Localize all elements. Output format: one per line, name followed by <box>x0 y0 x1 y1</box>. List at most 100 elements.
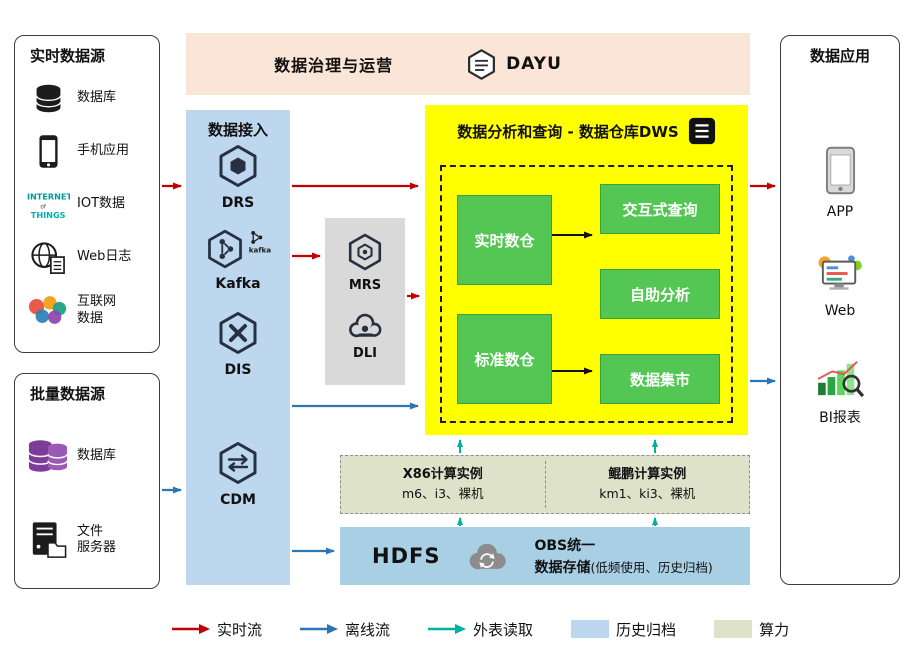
compute-box: X86计算实例 m6、i3、裸机 鲲鹏计算实例 km1、ki3、裸机 <box>340 455 750 514</box>
legend-label: 历史归档 <box>616 620 677 639</box>
compute-divider <box>544 461 546 508</box>
dws-doc-icon <box>688 117 715 145</box>
legend-item-compute: 算力 <box>714 619 789 640</box>
source-item-database: 数据库 <box>15 72 159 125</box>
bi-report-icon <box>817 361 865 398</box>
applications-panel: 数据应用 APP Web <box>780 35 900 585</box>
iot-icon: INTERNET of THINGS <box>23 189 73 220</box>
app-item-label: BI报表 <box>819 410 861 426</box>
function-self-service-analysis: 自助分析 <box>600 269 720 319</box>
source-item-label: 互联网 数据 <box>77 294 117 326</box>
service-kafka: kafka Kafka <box>186 228 290 292</box>
kafka-logo-badge: kafka <box>248 231 271 254</box>
app-item-label: Web <box>824 303 856 319</box>
service-label: DIS <box>224 362 252 378</box>
compute-kunpeng-subtitle: km1、ki3、裸机 <box>599 485 696 501</box>
file-server-icon <box>23 521 73 559</box>
web-globe-icon <box>23 241 73 275</box>
web-monitor-icon <box>818 255 862 290</box>
app-item-label: APP <box>826 204 854 220</box>
service-label: CDM <box>220 492 256 508</box>
internet-bubbles-icon <box>23 295 73 326</box>
warehouse-realtime: 实时数仓 <box>457 195 552 285</box>
source-item-internet-data: 互联网 数据 <box>15 284 159 337</box>
dws-box: 数据分析和查询 - 数据仓库DWS 实时数仓 标准数仓 交互式查询 自助分析 数… <box>425 105 748 435</box>
service-dis: DIS <box>186 310 290 378</box>
compute-kunpeng-title: 鲲鹏计算实例 <box>608 467 687 483</box>
function-data-mart: 数据集市 <box>600 354 720 404</box>
cdm-icon <box>219 442 257 484</box>
compute-x86-title: X86计算实例 <box>402 467 483 483</box>
warehouse-standard: 标准数仓 <box>457 314 552 404</box>
app-item-bi: BI报表 <box>781 358 899 427</box>
source-item-file-server: 文件 服务器 <box>15 498 159 582</box>
processing-box: MRS DLI <box>325 218 405 385</box>
dws-inner-container: 实时数仓 标准数仓 交互式查询 自助分析 数据集市 <box>440 165 733 423</box>
dayu-logo: DAYU <box>465 48 562 81</box>
source-item-label: 数据库 <box>77 90 117 106</box>
service-label: Kafka <box>215 276 261 292</box>
service-label: DLI <box>353 346 377 361</box>
app-item-web: Web <box>781 254 899 319</box>
compute-x86-subtitle: m6、i3、裸机 <box>401 485 484 501</box>
legend-item-external-read: 外表读取 <box>428 619 533 640</box>
dws-title: 数据分析和查询 - 数据仓库DWS <box>457 122 679 141</box>
dayu-icon <box>468 48 496 80</box>
source-item-label: 手机应用 <box>77 143 130 159</box>
external-read-arrow-icon <box>428 624 467 634</box>
batch-sources-panel: 批量数据源 <box>14 373 160 589</box>
drs-icon <box>219 145 257 187</box>
svg-text:THINGS: THINGS <box>31 210 66 220</box>
dis-icon <box>219 312 257 354</box>
legend-label: 算力 <box>759 620 790 639</box>
svg-text:of: of <box>40 204 46 210</box>
offline-arrow-icon <box>300 624 339 634</box>
archive-swatch <box>571 620 610 638</box>
service-drs: DRS <box>186 143 290 211</box>
legend-item-archive: 历史归档 <box>571 619 676 640</box>
app-item-app: APP <box>781 146 899 220</box>
service-label: MRS <box>348 278 382 293</box>
svg-text:kafka: kafka <box>248 245 271 254</box>
governance-title: 数据治理与运营 <box>274 56 394 75</box>
ingestion-title: 数据接入 <box>207 121 268 139</box>
legend-label: 离线流 <box>345 620 391 639</box>
realtime-sources-list: 数据库 手机应用 INTERNET of THINGS <box>15 72 159 337</box>
hdfs-label: HDFS <box>372 544 441 568</box>
source-item-database: 数据库 <box>15 414 159 498</box>
obs-text: OBS统一 数据存储(低频使用、历史归档) <box>534 534 712 578</box>
batch-sources-title: 批量数据源 <box>30 385 106 403</box>
svg-text:INTERNET: INTERNET <box>27 192 70 202</box>
legend-item-realtime: 实时流 <box>172 619 262 640</box>
source-item-label: 数据库 <box>77 447 117 463</box>
dli-icon <box>349 313 382 338</box>
mrs-icon <box>348 233 382 271</box>
app-phone-icon <box>825 146 855 195</box>
compute-kunpeng: 鲲鹏计算实例 km1、ki3、裸机 <box>546 456 750 513</box>
source-item-web-log: Web日志 <box>15 231 159 284</box>
legend-label: 外表读取 <box>473 620 534 639</box>
service-label: DRS <box>221 195 255 211</box>
ingestion-column: 数据接入 DRS <box>186 110 290 585</box>
service-dli: DLI <box>325 310 405 361</box>
database-icon <box>23 82 73 115</box>
mobile-phone-icon <box>23 134 73 169</box>
dayu-label: DAYU <box>506 54 562 74</box>
compute-x86: X86计算实例 m6、i3、裸机 <box>341 456 545 513</box>
function-interactive-query: 交互式查询 <box>600 184 720 234</box>
source-item-mobile-app: 手机应用 <box>15 125 159 178</box>
compute-swatch <box>714 620 753 638</box>
service-cdm: CDM <box>186 440 290 508</box>
source-item-iot: INTERNET of THINGS IOT数据 <box>15 178 159 231</box>
batch-sources-list: 数据库 文件 服务器 <box>15 414 159 582</box>
source-item-label: IOT数据 <box>77 196 126 212</box>
kafka-icon <box>207 229 242 269</box>
source-item-label: 文件 服务器 <box>77 523 117 555</box>
legend: 实时流 离线流 外表读取 历史归档 算力 <box>172 613 789 645</box>
realtime-sources-panel: 实时数据源 数据库 <box>14 35 160 353</box>
dws-title-row: 数据分析和查询 - 数据仓库DWS <box>425 105 748 145</box>
realtime-arrow-icon <box>172 624 210 634</box>
storage-box: HDFS OBS统一 数据存储(低频使用、历史归档) <box>340 527 750 585</box>
realtime-sources-title: 实时数据源 <box>30 47 106 65</box>
